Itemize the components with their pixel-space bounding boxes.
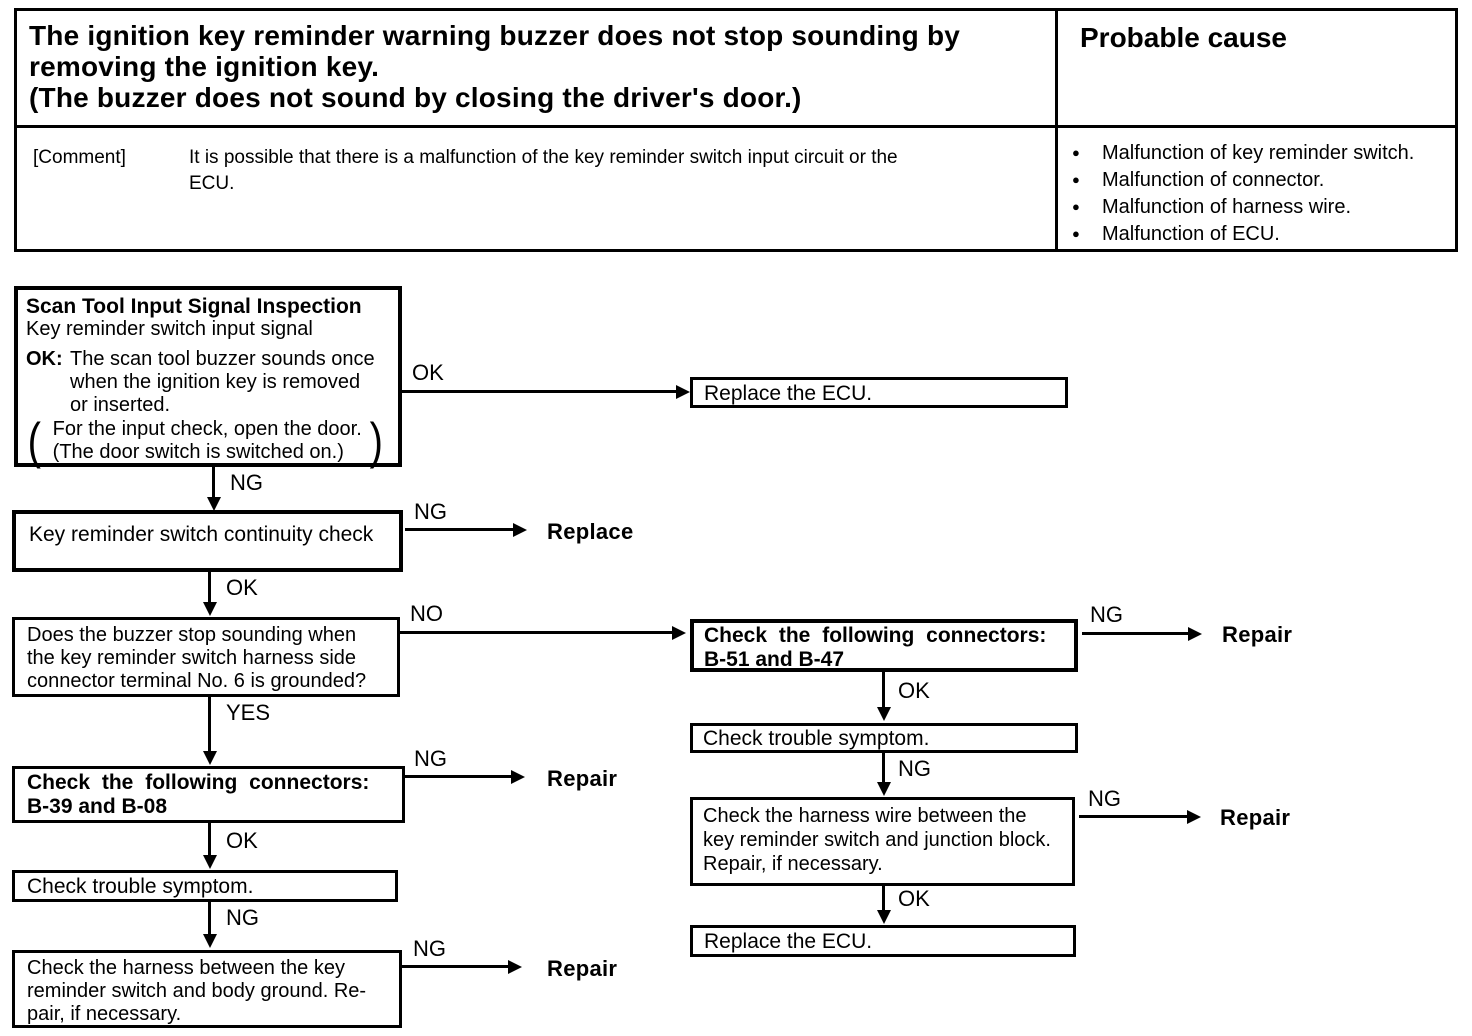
ng-label: NG <box>230 470 263 495</box>
bullet-icon: ● <box>1072 172 1080 187</box>
arrow-line <box>400 631 672 634</box>
ok-label: OK <box>898 886 930 911</box>
arrowhead-right-icon <box>1188 627 1202 641</box>
probable-cause-list: ● Malfunction of key reminder switch. ● … <box>1058 128 1455 249</box>
ng-label: NG <box>414 746 447 771</box>
arrowhead-right-icon <box>513 523 527 537</box>
terminal-replace: Replace <box>547 519 634 544</box>
arrow-line <box>1082 632 1190 635</box>
terminal-repair: Repair <box>1222 622 1293 647</box>
cause-text: Malfunction of ECU. <box>1102 223 1280 245</box>
arrowhead-right-icon <box>676 385 690 399</box>
arrowhead-right-icon <box>508 960 522 974</box>
flow-box-check-trouble-left: Check trouble symptom. <box>12 870 398 902</box>
arrowhead-right-icon <box>511 770 525 784</box>
list-item: ● Malfunction of ECU. <box>1072 222 1455 248</box>
ng-label: NG <box>1090 602 1123 627</box>
arrowhead-down-icon <box>203 602 217 616</box>
cause-text: Malfunction of key reminder switch. <box>1102 142 1415 164</box>
arrow-line <box>212 467 215 499</box>
close-paren: ) <box>369 413 383 469</box>
terminal-repair: Repair <box>547 766 618 791</box>
flow-box-title: Scan Tool Input Signal Inspection <box>26 295 362 318</box>
ng-label: NG <box>226 905 259 930</box>
arrow-line <box>882 672 885 709</box>
arrow-line <box>208 902 211 936</box>
flow-box-check-trouble-right: Check trouble symptom. <box>690 723 1078 753</box>
comment-row: [Comment] It is possible that there is a… <box>17 128 1058 249</box>
terminal-repair: Repair <box>547 956 618 981</box>
symptom-table: The ignition key reminder warning buzzer… <box>14 8 1458 252</box>
ng-label: NG <box>413 936 446 961</box>
open-paren: ( <box>27 413 41 469</box>
arrow-line <box>208 697 211 752</box>
arrowhead-down-icon <box>877 910 891 924</box>
bullet-icon: ● <box>1072 145 1080 160</box>
list-item: ● Malfunction of key reminder switch. <box>1072 141 1455 167</box>
cause-text: Malfunction of connector. <box>1102 169 1325 191</box>
ok-criteria-text: The scan tool buzzer sounds once when th… <box>70 348 375 416</box>
flow-box-scan-tool-inspection: Scan Tool Input Signal Inspection Key re… <box>14 286 402 467</box>
ok-criteria-label: OK: <box>26 348 63 370</box>
arrow-line <box>208 823 211 857</box>
bullet-icon: ● <box>1072 199 1080 214</box>
ok-criteria: OK: The scan tool buzzer sounds once whe… <box>26 348 390 417</box>
ok-label: OK <box>226 575 258 600</box>
arrowhead-down-icon <box>877 782 891 796</box>
symptom-title: The ignition key reminder warning buzzer… <box>17 11 1058 128</box>
list-item: ● Malfunction of harness wire. <box>1072 195 1455 221</box>
flow-box-buzzer-question: Does the buzzer stop sounding when the k… <box>12 617 400 697</box>
connector-ids: B-51 and B-47 <box>704 648 845 671</box>
arrow-line <box>402 965 510 968</box>
cause-text: Malfunction of harness wire. <box>1102 196 1352 218</box>
list-item: ● Malfunction of connector. <box>1072 168 1455 194</box>
flow-box-replace-ecu-bottom: Replace the ECU. <box>690 925 1076 957</box>
probable-cause-heading: Probable cause <box>1058 11 1455 128</box>
yes-label: YES <box>226 700 271 725</box>
bullet-icon: ● <box>1072 226 1080 241</box>
arrow-line <box>208 572 211 604</box>
arrowhead-down-icon <box>203 934 217 948</box>
arrowhead-down-icon <box>203 751 217 765</box>
ok-label: OK <box>412 360 444 385</box>
ng-label: NG <box>1088 786 1121 811</box>
flow-box-subtitle: Key reminder switch input signal <box>26 318 313 340</box>
flow-box-connectors-b51-b47: Check the following connectors: B-51 and… <box>690 619 1078 672</box>
comment-label: [Comment] <box>33 147 126 168</box>
ok-label: OK <box>226 828 258 853</box>
flow-box-connectors-b39-b08: Check the following connectors: B-39 and… <box>12 766 405 823</box>
arrowhead-down-icon <box>203 855 217 869</box>
ng-label: NG <box>414 499 447 524</box>
arrow-line <box>405 775 513 778</box>
flow-box-replace-ecu-top: Replace the ECU. <box>690 377 1068 408</box>
flow-box-harness-junction-block: Check the harness wire between the key r… <box>690 797 1075 886</box>
note-text: For the input check, open the door. (The… <box>52 418 362 463</box>
comment-text: It is possible that there is a malfuncti… <box>189 147 898 194</box>
connector-ids: B-39 and B-08 <box>27 795 168 818</box>
arrow-line <box>882 886 885 912</box>
arrow-line <box>1079 815 1189 818</box>
flow-box-continuity-check: Key reminder switch continuity check <box>12 510 403 572</box>
flow-box-title: Check the following connectors: <box>704 624 1047 647</box>
terminal-repair: Repair <box>1220 805 1291 830</box>
arrowhead-right-icon <box>1187 810 1201 824</box>
arrowhead-down-icon <box>207 497 221 511</box>
note-row: ( For the input check, open the door. (T… <box>26 413 390 469</box>
arrow-line <box>882 753 885 784</box>
flow-box-title: Check the following connectors: <box>27 771 370 794</box>
ok-label: OK <box>898 678 930 703</box>
arrowhead-right-icon <box>672 626 686 640</box>
flow-box-harness-body-ground: Check the harness between the key remind… <box>12 950 402 1028</box>
no-label: NO <box>410 601 443 626</box>
arrow-line <box>402 390 676 393</box>
arrowhead-down-icon <box>877 707 891 721</box>
arrow-line <box>405 528 515 531</box>
ng-label: NG <box>898 756 931 781</box>
